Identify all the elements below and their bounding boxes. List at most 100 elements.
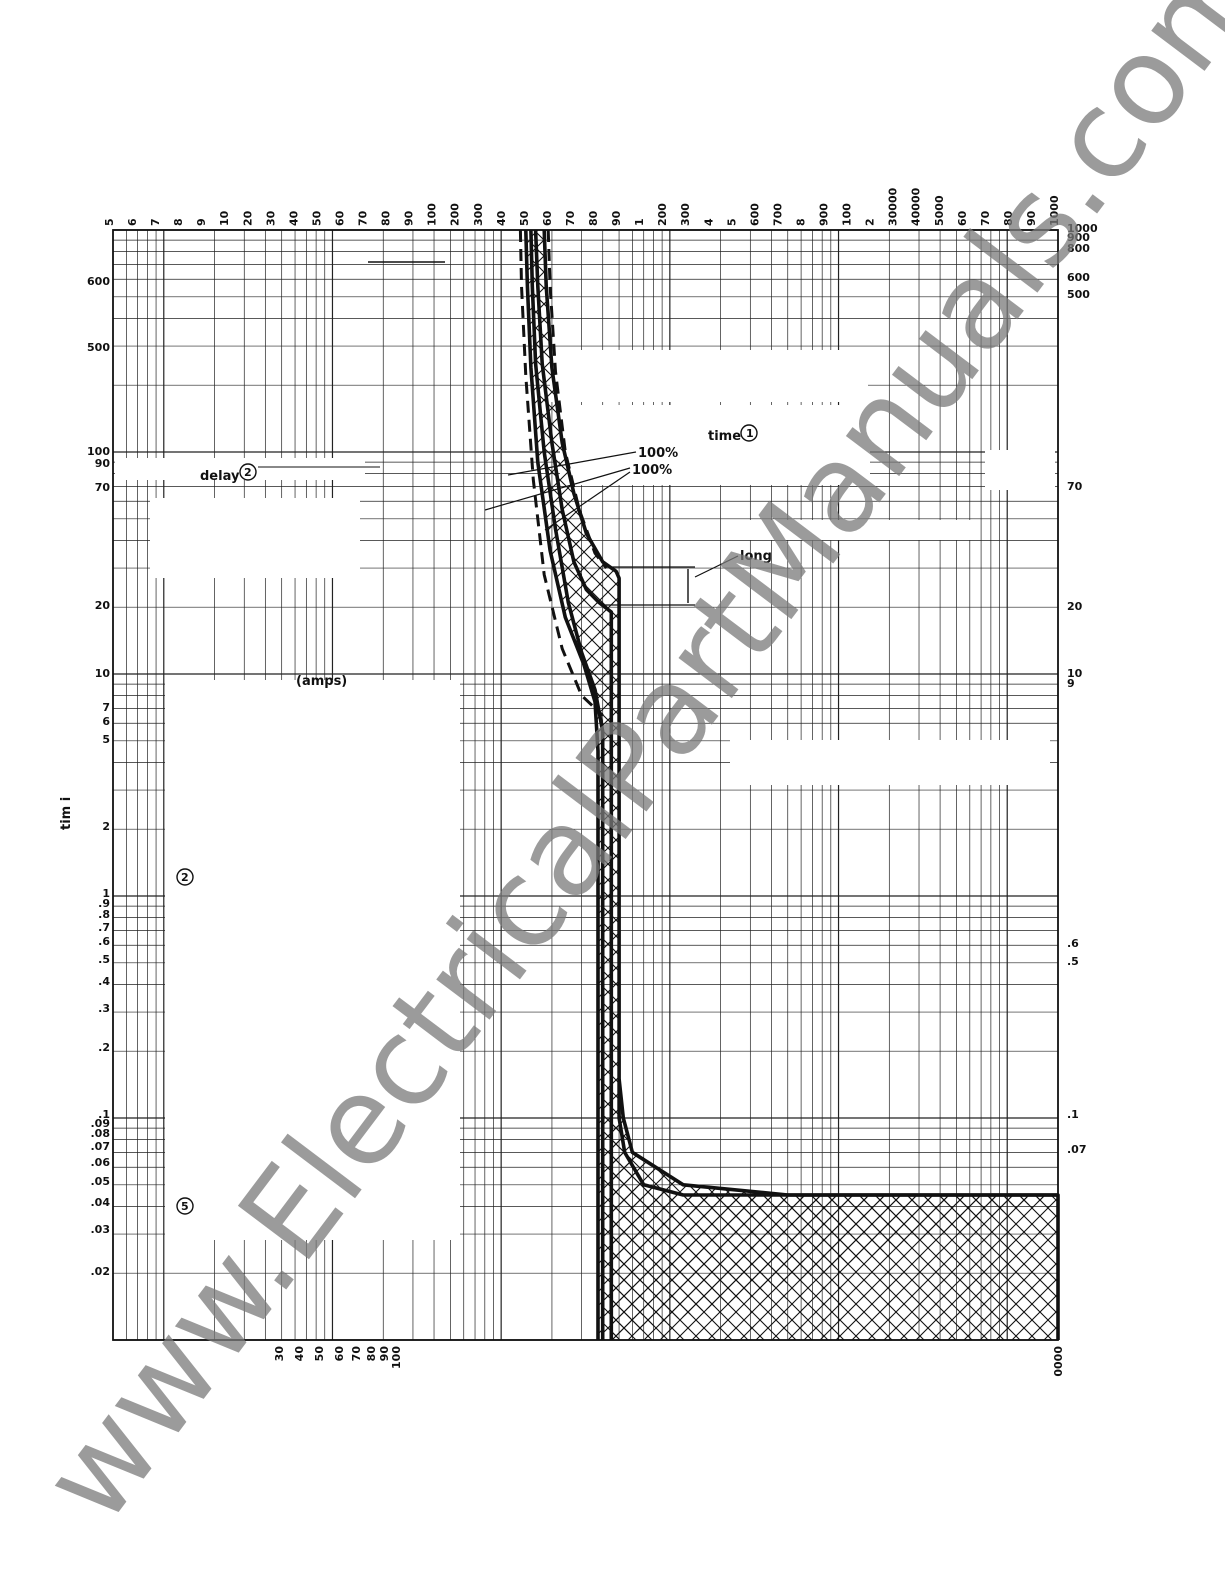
right-y-tick-label: .1: [1067, 1108, 1079, 1121]
right-y-tick-label: .07: [1067, 1143, 1087, 1156]
left-y-tick-label: 600: [87, 275, 110, 288]
top-x-tick-label: 20: [241, 210, 254, 226]
top-x-tick-label: 30000: [887, 187, 900, 226]
top-x-tick-label: 70: [357, 210, 370, 226]
right-y-tick-label: 1000: [1067, 222, 1098, 235]
top-x-tick-label: 2: [864, 218, 877, 226]
top-x-tick-label: 50: [518, 210, 531, 226]
right-y-tick-label: 600: [1067, 271, 1090, 284]
marker-5-circle: [176, 1197, 194, 1215]
y-axis-label: tim i: [59, 797, 74, 830]
top-x-tick-label: 90: [1025, 210, 1038, 226]
top-x-tick-label: 200: [449, 203, 462, 226]
left-y-tick-label: .08: [91, 1127, 111, 1140]
trip-curve-line: [542, 229, 1058, 1197]
left-y-tick-label: .6: [98, 935, 110, 948]
trip-curve-line: [617, 1078, 1060, 1340]
top-x-tick-label: 100: [841, 203, 854, 226]
trip-curve-line: [533, 229, 614, 1340]
top-x-tick-label: 300: [679, 203, 692, 226]
top-x-tick-label: 40: [495, 210, 508, 226]
right-y-tick-label: 900: [1067, 231, 1090, 244]
long-leader: [694, 555, 739, 578]
top-x-tick-label: 70: [979, 210, 992, 226]
left-y-tick-label: 2: [102, 820, 110, 833]
marker-2: 2: [181, 871, 189, 884]
left-y-tick-label: 500: [87, 341, 110, 354]
top-x-tick-label: 10: [218, 210, 231, 226]
delay-marker: 2: [244, 466, 252, 479]
right-y-tick-label: 800: [1067, 242, 1090, 255]
top-x-tick-label: 100: [426, 203, 439, 226]
bottom-x-tick-label: 60: [333, 1346, 346, 1362]
top-x-tick-label: 50: [310, 210, 323, 226]
left-y-tick-label: .1: [98, 1108, 110, 1121]
leader-pct-b: [484, 467, 631, 511]
leader-pct-a: [507, 451, 637, 476]
top-x-tick-label: 60: [333, 210, 346, 226]
bottom-x-tick-label: 30: [273, 1346, 286, 1362]
top-x-tick-label: 5: [103, 218, 116, 226]
right-y-tick-label: 500: [1067, 288, 1090, 301]
delay-label: delay: [200, 469, 240, 484]
grid-blank-regions: [115, 350, 1055, 1240]
left-y-tick-label: 1: [102, 887, 110, 900]
bottom-x-tick-label: 80: [365, 1346, 378, 1362]
top-x-tick-label: 7: [149, 218, 162, 226]
left-y-tick-label: .06: [91, 1156, 111, 1169]
grid-blank-region: [985, 450, 1055, 490]
right-y-tick-label: 10: [1067, 667, 1083, 680]
top-x-tick-label: 80: [1002, 210, 1015, 226]
top-x-tick-label: 5: [725, 218, 738, 226]
pct-annotation-a: 100%: [638, 446, 678, 461]
time-marker: 1: [746, 427, 754, 440]
left-y-tick-label: 100: [87, 445, 110, 458]
top-x-tick-label: 9: [195, 218, 208, 226]
left-y-tick-label: 70: [95, 481, 111, 494]
left-y-tick-label: .9: [98, 897, 110, 910]
left-y-tick-label: .09: [91, 1117, 111, 1130]
delay-marker-circle: [239, 463, 257, 481]
top-x-tick-label: 30: [264, 210, 277, 226]
top-x-tick-label: 700: [771, 203, 784, 226]
grid-blank-region: [560, 405, 870, 485]
top-x-tick-label: 200: [656, 203, 669, 226]
top-x-tick-label: 40: [287, 210, 300, 226]
right-y-tick-label: 20: [1067, 600, 1083, 613]
top-x-tick-label: 80: [380, 210, 393, 226]
plot-border: [112, 229, 1059, 1341]
bottom-x-tick-label: 70: [350, 1346, 363, 1362]
top-x-tick-label: 8: [172, 218, 185, 226]
left-y-tick-label: .05: [91, 1175, 111, 1188]
top-x-tick-label: 5000: [933, 195, 946, 226]
left-y-tick-label: .4: [98, 975, 110, 988]
left-y-tick-label: 5: [102, 733, 110, 746]
bottom-x-tick-label: 40: [293, 1346, 306, 1362]
left-y-tick-label: .5: [98, 953, 110, 966]
bottom-x-tick-label: 100: [390, 1346, 403, 1369]
bottom-x-tick-label: 50: [313, 1346, 326, 1362]
bottom-x-tick-label: 0000: [1052, 1346, 1065, 1377]
leader-pct-c: [544, 471, 631, 531]
left-y-tick-label: .07: [91, 1140, 111, 1153]
top-x-tick-label: 80: [587, 210, 600, 226]
top-x-tick-label: 60: [956, 210, 969, 226]
trip-curve-line: [529, 229, 605, 1340]
right-y-tick-label: .5: [1067, 955, 1079, 968]
left-y-tick-label: 20: [95, 599, 111, 612]
top-x-tick-label: 40000: [910, 187, 923, 226]
top-x-tick-label: 1: [633, 218, 646, 226]
top-x-tick-label: 70: [564, 210, 577, 226]
left-y-tick-label: 7: [102, 701, 110, 714]
trip-curve-line: [524, 229, 600, 1340]
top-x-tick-label: 900: [818, 203, 831, 226]
grid-blank-region: [550, 350, 868, 402]
instantaneous-band: [611, 1118, 1058, 1340]
marker-5: 5: [181, 1200, 189, 1213]
grid-blank-region: [150, 498, 360, 578]
left-y-tick-label: .3: [98, 1002, 110, 1015]
left-y-tick-label: .7: [98, 921, 110, 934]
grid-blank-region: [730, 740, 1050, 785]
